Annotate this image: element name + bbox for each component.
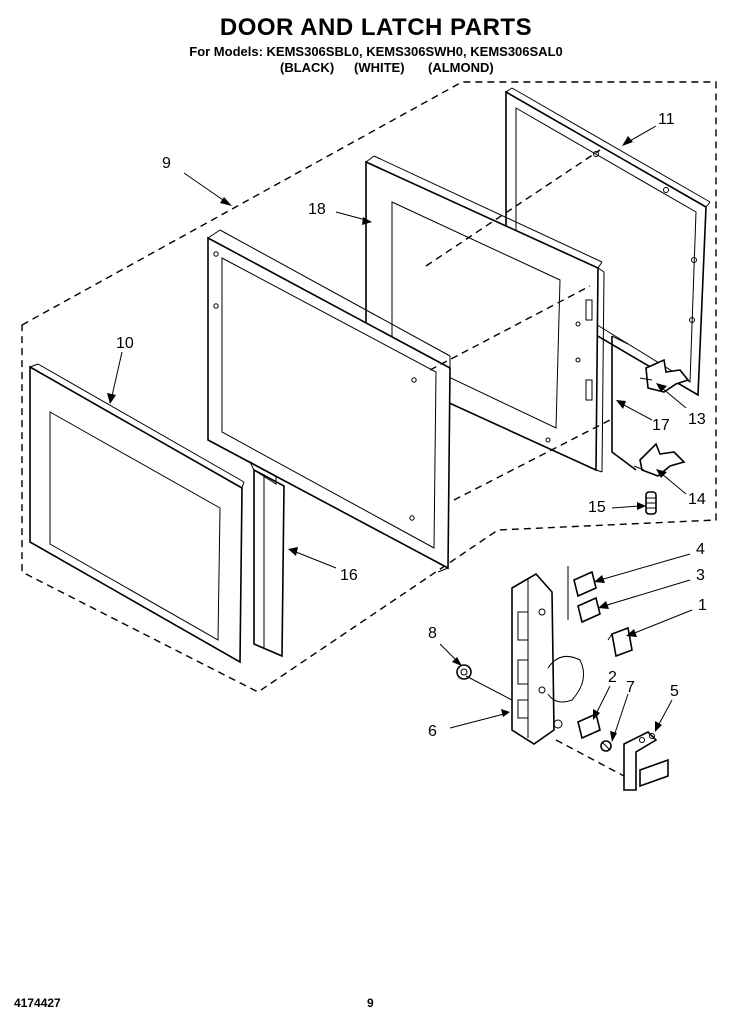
part-6-latch-housing: [511, 572, 585, 745]
part-14-lower-hook: [633, 442, 686, 477]
callout-16: 16: [340, 567, 358, 584]
part-5-bracket: [623, 731, 669, 791]
callout-3: 3: [696, 567, 705, 584]
part-8-nut: [456, 664, 472, 680]
guide-line: [425, 149, 601, 267]
callout-6: 6: [428, 723, 437, 740]
part-3-switch: [577, 596, 601, 624]
models-line: For Models: KEMS306SBL0, KEMS306SWH0, KE…: [189, 44, 563, 59]
part-16-hinge-cover: [248, 460, 285, 658]
guide-line: [429, 285, 591, 371]
callout-18: 18: [308, 201, 326, 218]
callout-2: 2: [608, 669, 617, 686]
callout-17: 17: [652, 417, 670, 434]
part-15-spring: [645, 491, 657, 515]
part-1-actuator: [607, 626, 633, 658]
callout-13: 13: [688, 411, 706, 428]
page-title: DOOR AND LATCH PARTS: [219, 14, 533, 41]
part-2-switch: [553, 712, 601, 740]
callout-15: 15: [588, 499, 606, 516]
door-assembly-boundary: [21, 81, 717, 693]
part-17-latch-rod: [611, 335, 637, 471]
callout-14: 14: [688, 491, 706, 508]
page-number: 9: [367, 996, 374, 1010]
callout-10: 10: [116, 335, 134, 352]
part-18-inner-panel: [365, 155, 605, 473]
callout-9: 9: [162, 155, 171, 172]
callout-11: 11: [658, 111, 675, 128]
part-4-switch: [567, 566, 597, 620]
variant-black: (BLACK): [280, 60, 335, 75]
callout-5: 5: [670, 683, 679, 700]
variant-white: (WHITE): [354, 60, 405, 75]
part-7-screw: [600, 740, 612, 752]
callout-7: 7: [626, 679, 635, 696]
callout-4: 4: [696, 541, 705, 558]
variant-almond: (ALMOND): [428, 60, 494, 75]
door-frame: [207, 229, 451, 573]
callout-1: 1: [698, 597, 707, 614]
callout-8: 8: [428, 625, 437, 642]
guide-line: [453, 419, 611, 501]
callout-labels: 9 18 11 10 16 17 13 14 15 4 3 1 8 2 7 5 …: [116, 111, 707, 740]
part-11-choke-frame: [505, 87, 711, 397]
part-10-outer-door: [29, 363, 245, 664]
leader-arrows: [107, 125, 693, 742]
part-13-upper-hook: [639, 358, 690, 393]
guide-line: [555, 739, 625, 777]
doc-number: 4174427: [14, 996, 61, 1010]
